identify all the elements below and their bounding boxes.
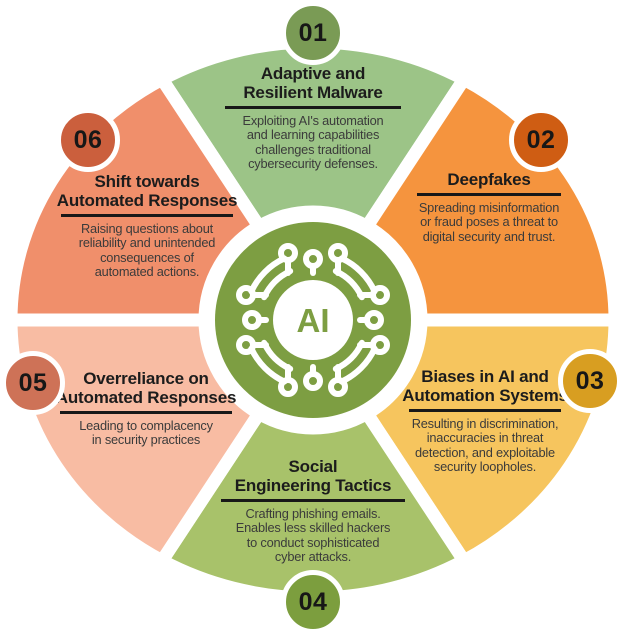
segment-2-text: Deepfakes Spreading misinformation or fr… xyxy=(399,170,579,244)
segment-5-text: Overreliance on Automated Responses Lead… xyxy=(38,369,254,448)
segment-5-title: Overreliance on Automated Responses xyxy=(55,369,237,408)
segment-2-title: Deepfakes xyxy=(447,170,531,189)
segment-2-number-badge: 02 xyxy=(509,108,573,172)
segment-3-number-badge: 03 xyxy=(558,349,622,413)
segment-3-underline xyxy=(409,409,561,412)
segment-4-text: Social Engineering Tactics Crafting phis… xyxy=(198,457,428,565)
segment-6-description: Raising questions about reliability and … xyxy=(78,220,216,280)
segment-5-description: Leading to complacency in security pract… xyxy=(79,417,213,448)
segment-1-wedge xyxy=(155,35,471,233)
segment-1-text: Adaptive and Resilient Malware Exploitin… xyxy=(203,64,423,172)
ai-label: AI xyxy=(297,302,330,339)
segment-3-title: Biases in AI and Automation Systems xyxy=(402,367,568,406)
segment-1-title: Adaptive and Resilient Malware xyxy=(243,64,383,103)
segment-5-underline xyxy=(59,411,233,414)
segment-6-wedge xyxy=(4,72,266,327)
ai-circuit-icon xyxy=(236,243,390,397)
segment-4-wedge xyxy=(155,407,471,605)
segment-4-number-badge: 04 xyxy=(281,570,345,634)
segment-6-underline xyxy=(60,214,234,217)
segment-6-number-badge: 06 xyxy=(56,108,120,172)
segment-5-number-badge: 05 xyxy=(1,351,65,415)
segment-3-text: Biases in AI and Automation Systems Resu… xyxy=(390,367,580,475)
segment-2-underline xyxy=(417,193,561,196)
segment-4-underline xyxy=(221,499,405,502)
segment-6-title: Shift towards Automated Responses xyxy=(56,172,238,211)
ai-label-disc xyxy=(273,280,353,360)
segment-1-description: Exploiting AI's automation and learning … xyxy=(242,112,384,172)
segment-2-description: Spreading misinformation or fraud poses … xyxy=(418,199,560,244)
segment-4-description: Crafting phishing emails. Enables less s… xyxy=(235,505,391,565)
segment-1-number-badge: 01 xyxy=(281,1,345,65)
segment-4-title: Social Engineering Tactics xyxy=(234,457,392,496)
segment-6-text: Shift towards Automated Responses Raisin… xyxy=(39,172,255,280)
segment-3-description: Resulting in discrimination, inaccuracie… xyxy=(411,415,559,475)
segment-1-underline xyxy=(225,106,401,109)
